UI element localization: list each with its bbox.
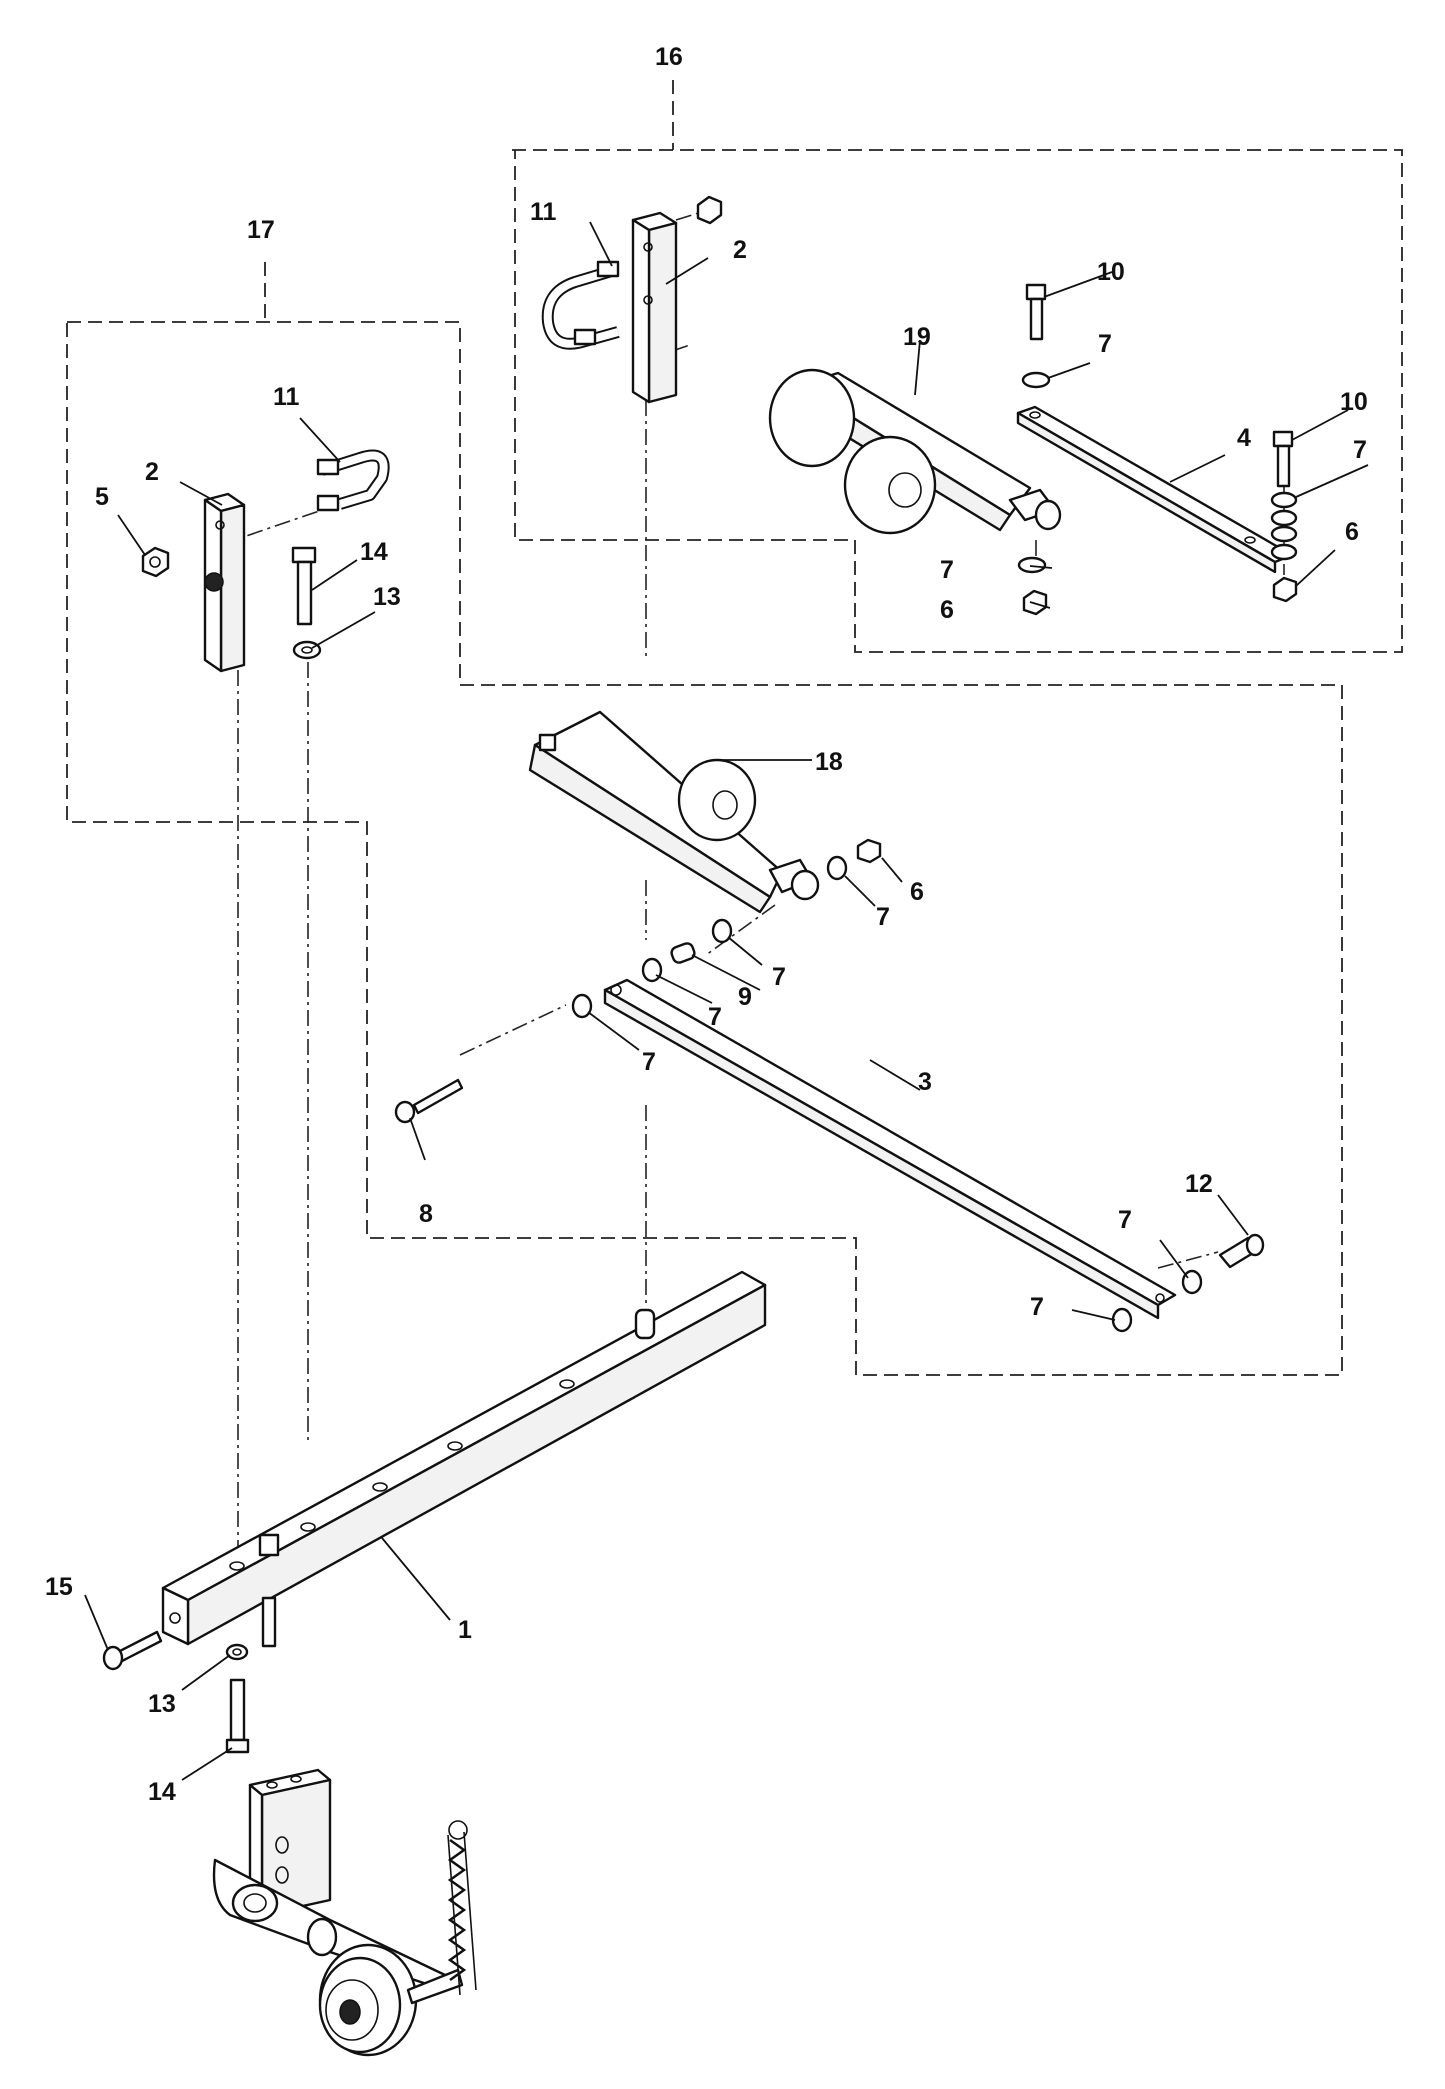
callout-16: 16 bbox=[655, 43, 683, 71]
callout-15: 15 bbox=[45, 1573, 73, 1601]
callout-10-b: 10 bbox=[1340, 388, 1368, 416]
callout-1: 1 bbox=[458, 1616, 472, 1644]
part-14-upper-bolt bbox=[291, 546, 317, 626]
part-10-pin-right bbox=[1272, 430, 1294, 488]
callouts: 1 2 2 3 4 5 6 6 6 7 7 7 7 7 7 7 7 7 8 9 … bbox=[45, 43, 1368, 1806]
callout-7-e: 7 bbox=[708, 1003, 722, 1031]
part-13-lower-washer bbox=[225, 1643, 249, 1661]
group-16-outline bbox=[512, 80, 1403, 653]
callout-10-a: 10 bbox=[1097, 258, 1125, 286]
part-18-actuator bbox=[528, 710, 820, 914]
part-7-washer-f bbox=[571, 993, 593, 1019]
part-14-lower-bolt bbox=[225, 1678, 250, 1754]
callout-3: 3 bbox=[918, 1068, 932, 1096]
part-1-cross-tube bbox=[161, 1270, 767, 1648]
group-17-outline bbox=[66, 262, 1343, 1376]
callout-7-f: 7 bbox=[642, 1048, 656, 1076]
callout-17: 17 bbox=[247, 216, 275, 244]
part-10-pin-upper bbox=[1025, 283, 1047, 341]
callout-2-left: 2 bbox=[145, 458, 159, 486]
part-13-upper-washer bbox=[292, 640, 322, 660]
part-6-nut-a bbox=[1022, 589, 1048, 616]
callout-6-c: 6 bbox=[910, 878, 924, 906]
part-11-u-bolt-left bbox=[316, 449, 390, 512]
callout-19: 19 bbox=[903, 323, 931, 351]
leader-lines bbox=[84, 221, 1369, 1781]
part-9-bushing bbox=[670, 942, 696, 964]
callout-7-b: 7 bbox=[940, 556, 954, 584]
callout-13-upper: 13 bbox=[373, 583, 401, 611]
callout-7-h: 7 bbox=[1030, 1293, 1044, 1321]
part-7-washer-a bbox=[1021, 371, 1051, 389]
callout-8: 8 bbox=[419, 1200, 433, 1228]
part-11-u-bolt-right bbox=[541, 260, 620, 350]
callout-7-a: 7 bbox=[1098, 330, 1112, 358]
part-5-nut bbox=[141, 546, 170, 578]
callout-18: 18 bbox=[815, 748, 843, 776]
callout-7-g: 7 bbox=[1118, 1206, 1132, 1234]
part-7-washer-b bbox=[1017, 556, 1047, 574]
callout-7-c: 7 bbox=[876, 903, 890, 931]
callout-14-upper: 14 bbox=[360, 538, 388, 566]
callout-14-lower: 14 bbox=[148, 1778, 176, 1806]
part-4-link-plate bbox=[1016, 405, 1294, 574]
part-7-washer-h bbox=[1111, 1307, 1133, 1333]
part-19-actuator bbox=[768, 368, 1062, 535]
part-12-shoulder-bolt bbox=[1218, 1233, 1265, 1269]
part-7-washer-d bbox=[711, 918, 733, 944]
lower-bracket-assembly bbox=[212, 1768, 477, 2057]
part-15-screw bbox=[102, 1630, 163, 1671]
part-2-bracket-left bbox=[203, 492, 246, 673]
part-6-nut-b bbox=[1272, 576, 1298, 603]
callout-2-right: 2 bbox=[733, 236, 747, 264]
part-8-long-bolt bbox=[394, 1078, 464, 1124]
callout-6-a: 6 bbox=[940, 596, 954, 624]
nut-right-bracket bbox=[696, 195, 723, 225]
part-7-washer-e bbox=[641, 957, 663, 983]
callout-5: 5 bbox=[95, 483, 109, 511]
callout-7-d: 7 bbox=[772, 963, 786, 991]
callout-4: 4 bbox=[1237, 424, 1251, 452]
callout-7-stack: 7 bbox=[1353, 436, 1367, 464]
part-7-washer-c bbox=[826, 855, 848, 881]
callout-6-b: 6 bbox=[1345, 518, 1359, 546]
part-3-link-bar bbox=[603, 978, 1177, 1320]
part-2-bracket-right bbox=[631, 211, 678, 404]
callout-13-lower: 13 bbox=[148, 1690, 176, 1718]
callout-12: 12 bbox=[1185, 1170, 1213, 1198]
callout-11-left: 11 bbox=[273, 383, 300, 411]
part-6-nut-c bbox=[856, 838, 882, 864]
callout-11-right: 11 bbox=[530, 198, 557, 226]
callout-9: 9 bbox=[738, 983, 752, 1011]
part-7-washer-stack bbox=[1270, 491, 1298, 561]
